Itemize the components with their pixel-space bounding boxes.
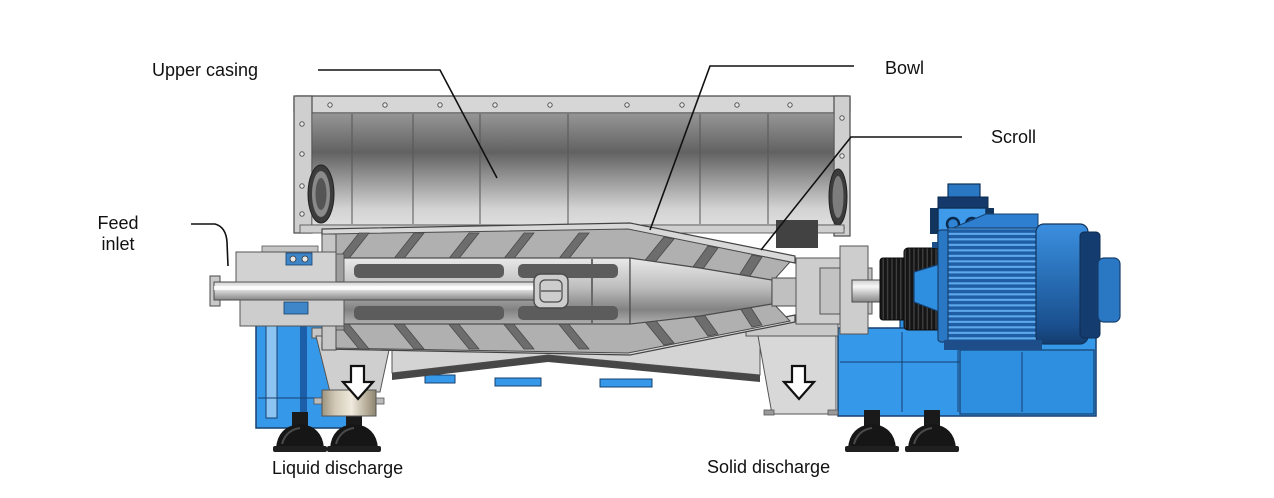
solid-flow-arrow-icon: [781, 364, 817, 401]
label-feed-inlet-line2: inlet: [101, 234, 135, 254]
liquid-discharge-spout: [313, 389, 385, 417]
label-feed-inlet: Feed inlet: [86, 213, 150, 255]
foot: [905, 410, 959, 452]
drive-motor-drawing: [879, 183, 1121, 350]
label-solid-discharge: Solid discharge: [707, 457, 831, 477]
scroll-drawing: [321, 228, 797, 354]
label-upper-casing: Upper casing: [152, 60, 259, 80]
foot: [845, 410, 899, 452]
foot: [273, 412, 327, 452]
bowl-drawing: [209, 222, 887, 356]
leader-bowl: [649, 65, 854, 231]
leader-lines: [191, 65, 962, 267]
motor-fins: [947, 227, 1039, 343]
label-liquid-discharge: Liquid discharge: [272, 458, 404, 478]
liquid-flow-arrow-icon: [340, 364, 376, 401]
label-bowl: Bowl: [885, 58, 925, 78]
upper-casing-drawing: [293, 95, 851, 248]
feed-tube-drawing: [209, 273, 569, 309]
leader-upper-casing: [318, 69, 498, 179]
drive-end-bearing: [795, 245, 887, 335]
label-scroll: Scroll: [991, 127, 1037, 147]
foot: [327, 412, 381, 452]
feed-end-bearing: [235, 245, 345, 327]
leader-feed-inlet: [191, 223, 229, 267]
vibration-feet: [273, 410, 959, 452]
label-feed-inlet-line1: Feed: [97, 213, 139, 233]
leader-scroll: [760, 136, 962, 251]
